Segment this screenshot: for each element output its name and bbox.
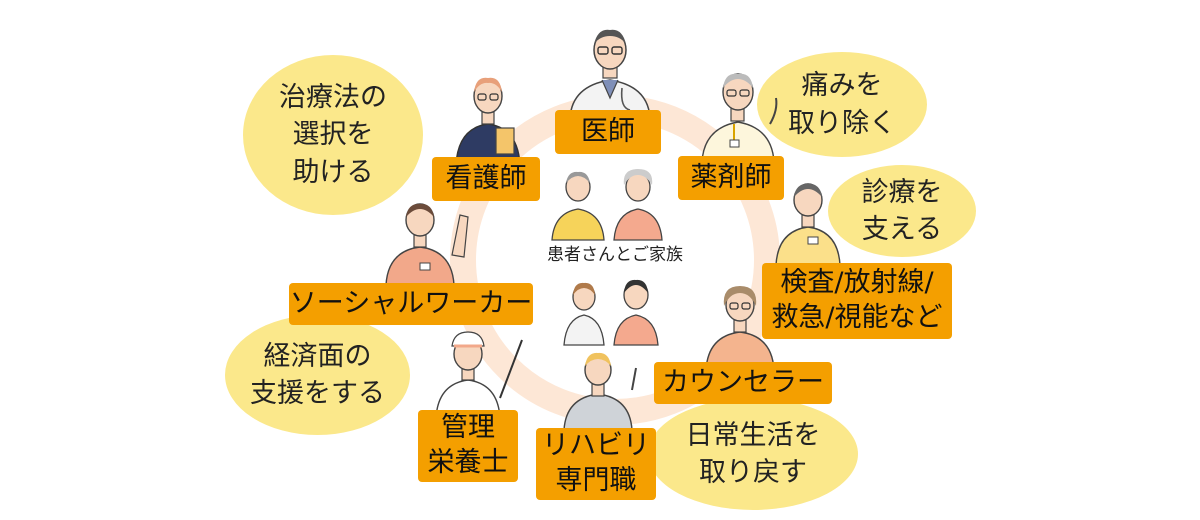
bubble-support-care-text: 診療を 支える [861, 176, 943, 245]
rehab-illustration [563, 352, 637, 431]
patient-family-illustration [551, 169, 663, 241]
role-social-worker-label: ソーシャルワーカー [289, 287, 533, 319]
counselor-illustration [705, 286, 775, 371]
bubble-treatment-choice: 治療法の 選択を 助ける [243, 55, 423, 215]
role-dietitian: 管理 栄養士 [418, 410, 518, 482]
bubble-daily-life-text: 日常生活を 取り戻す [685, 419, 821, 488]
bubble-financial: 経済面の 支援をする [225, 315, 410, 435]
role-doctor-label: 医師 [581, 115, 635, 147]
role-nurse-label: 看護師 [445, 162, 527, 194]
role-nurse: 看護師 [432, 157, 540, 201]
role-technician-label: 検査/放射線/ 救急/視能など [771, 267, 943, 333]
dietitian-illustration [435, 331, 523, 419]
role-counselor-label: カウンセラー [662, 366, 824, 398]
role-rehab: リハビリ 専門職 [536, 428, 656, 500]
role-technician: 検査/放射線/ 救急/視能など [762, 263, 952, 339]
role-rehab-label: リハビリ 専門職 [542, 430, 650, 496]
role-pharmacist-label: 薬剤師 [690, 161, 772, 193]
nurse-illustration [455, 77, 521, 166]
bubble-support-care: 診療を 支える [828, 165, 976, 257]
doctor-illustration [569, 29, 651, 119]
bubble-treatment-choice-text: 治療法の 選択を 助ける [279, 82, 387, 188]
role-counselor: カウンセラー [654, 362, 832, 404]
bubble-financial-text: 経済面の 支援をする [250, 340, 385, 409]
pharmacist-illustration [701, 73, 778, 163]
bubble-daily-life: 日常生活を 取り戻す [648, 398, 858, 510]
role-pharmacist: 薬剤師 [678, 156, 784, 200]
bubble-pain-relief: 痛みを 取り除く [757, 52, 927, 157]
technician-illustration [775, 183, 841, 266]
patient-family-label: 患者さんとご家族 [547, 245, 683, 265]
bubble-pain-relief-text: 痛みを 取り除く [788, 70, 896, 139]
children-illustration [563, 279, 659, 346]
social-worker-illustration [385, 203, 469, 286]
role-doctor: 医師 [555, 110, 661, 154]
role-dietitian-label: 管理 栄養士 [427, 412, 509, 478]
role-social-worker: ソーシャルワーカー [289, 283, 533, 325]
